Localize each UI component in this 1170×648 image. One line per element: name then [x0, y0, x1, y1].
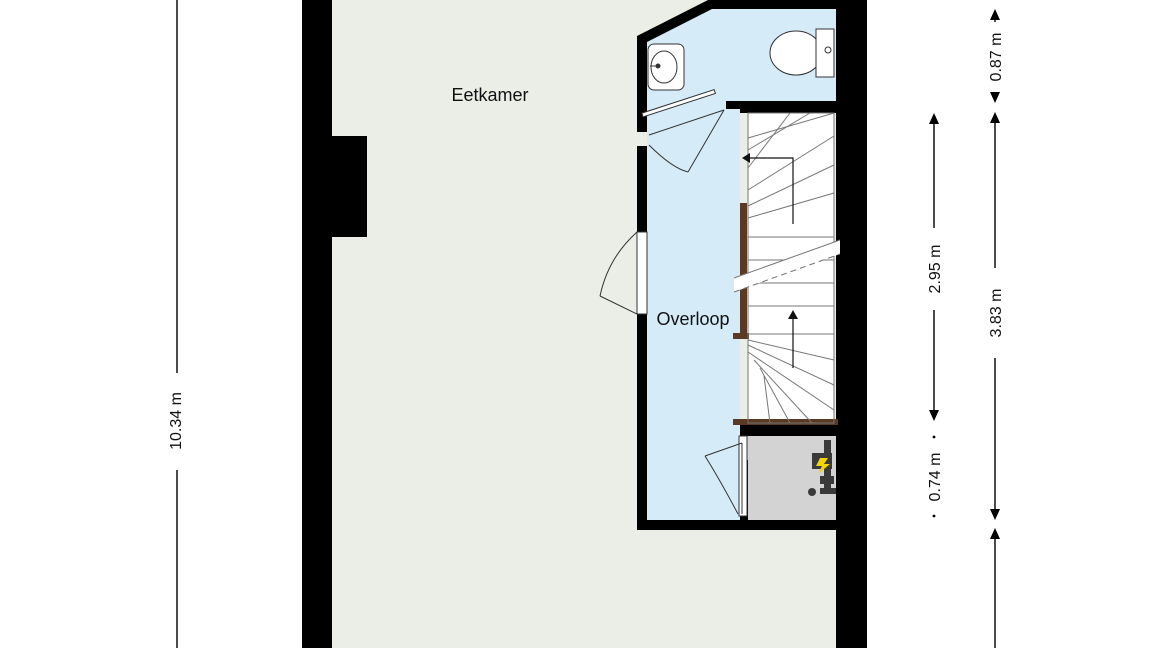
meter-room-door [704, 435, 748, 517]
dimension-right-inner-label: 2.95 m [927, 245, 944, 294]
meter-room-north-wall [740, 425, 838, 436]
dimension-left-total-label: 10.34 m [168, 392, 185, 450]
west-wall [302, 0, 332, 648]
dimension-right-outer-arrow-bottom [990, 509, 1000, 520]
overloop-west-wall-bottom [637, 314, 647, 530]
overloop-west-wall-top [637, 36, 647, 132]
electric-meter-icon [808, 440, 836, 496]
stair-bottom-rail [733, 419, 838, 425]
toilet-south-wall-stub [726, 101, 742, 109]
sink-icon [647, 43, 685, 91]
toilet-angled-wall [637, 0, 836, 44]
overloop-south-wall [637, 520, 842, 530]
chimney-block [330, 136, 367, 237]
overloop-floor [647, 9, 836, 520]
dimension-next-arrow-top [990, 528, 1000, 539]
dimension-right-small-label: 0.74 m [927, 453, 944, 502]
eetkamer-door [599, 231, 648, 315]
stair-cut-line [733, 239, 841, 293]
stair-banister-top [740, 203, 747, 275]
stair-banister-bottom [740, 286, 747, 336]
dimension-right-small [932, 435, 936, 518]
toilet-door [641, 89, 725, 173]
dimension-right-inner-arrow-bottom [929, 410, 939, 421]
toilet-south-wall [740, 101, 838, 113]
stair-treads [747, 112, 835, 424]
dimension-right-top-label: 0.87 m [988, 33, 1005, 82]
overloop-west-wall-mid [637, 146, 647, 232]
dimension-right-top-arrow-bottom [990, 92, 1000, 103]
overloop-label: Overloop [656, 309, 729, 329]
dimension-right-outer-arrow-top [990, 112, 1000, 123]
east-wall [836, 0, 867, 648]
dimension-right-top-arrow-top [990, 9, 1000, 20]
eetkamer-label: Eetkamer [451, 85, 528, 105]
stair-direction-arrows [742, 153, 798, 368]
dimension-right-outer-label: 3.83 m [988, 289, 1005, 338]
toilet-icon [769, 28, 835, 78]
stair-landing-post [733, 333, 749, 339]
dimension-right-inner-arrow-top [929, 113, 939, 124]
